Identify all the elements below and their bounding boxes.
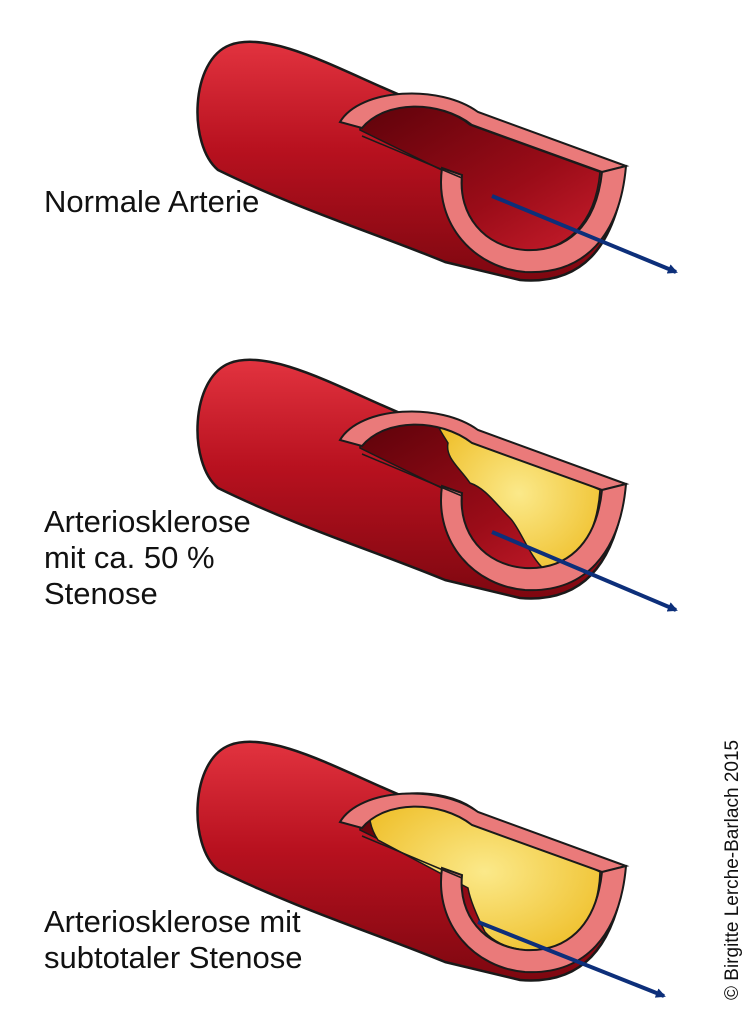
flow-arrow: [491, 530, 678, 612]
cut-edge: [361, 135, 463, 179]
artery-wall-cut-ring: [440, 482, 628, 592]
artery-normal: [196, 40, 678, 282]
artery-stenosis-50: [196, 358, 678, 612]
artery-subtotal-stenosis: [196, 740, 666, 998]
flow-arrow: [477, 920, 666, 998]
artery-wall-cut-ring: [440, 164, 628, 274]
artery-wall-cut-ring: [440, 864, 628, 974]
label-subtotal-stenosis: Arteriosklerose mit subtotaler Stenose: [44, 904, 303, 975]
copyright-notice: © Birgitte Lerche-Barlach 2015: [722, 739, 743, 1000]
label-normal-artery: Normale Arterie: [44, 184, 260, 219]
cut-edge: [361, 453, 463, 497]
flow-arrow: [491, 194, 678, 274]
label-stenosis-50: Arteriosklerose mit ca. 50 % Stenose: [44, 504, 251, 611]
cut-edge: [361, 835, 463, 879]
